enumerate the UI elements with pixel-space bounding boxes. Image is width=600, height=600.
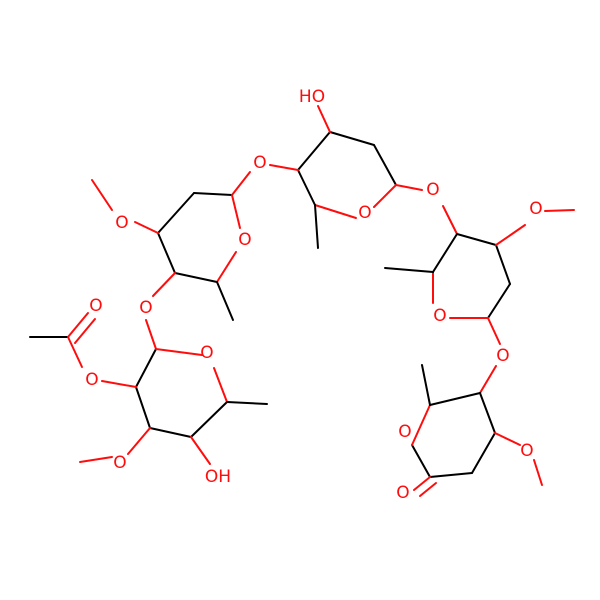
bond [231, 194, 241, 229]
bond [314, 204, 319, 249]
bond [135, 386, 151, 429]
bond [411, 404, 431, 446]
bond [134, 221, 159, 234]
bond [384, 267, 434, 273]
ring-oxygen-label: O [238, 230, 251, 250]
bond [74, 318, 96, 344]
bond [479, 392, 496, 434]
bond [145, 319, 157, 350]
carbonyl-oxygen-label: O [89, 296, 102, 316]
bond [149, 427, 192, 438]
bond [471, 432, 496, 474]
glycosidic-oxygen-label: O [139, 298, 152, 318]
bond [456, 233, 497, 246]
bond [193, 192, 233, 196]
bond [314, 204, 357, 219]
bond [373, 184, 397, 208]
bond [157, 232, 176, 274]
bond [269, 164, 299, 171]
bond [174, 272, 218, 283]
bond [101, 380, 137, 388]
bond [413, 476, 431, 491]
bond [495, 224, 526, 246]
methoxy-oxygen-label: O [520, 441, 533, 461]
ester-oxygen-label: O [85, 370, 98, 390]
methoxy-oxygen-label: O [115, 213, 128, 233]
bond [495, 244, 511, 285]
lactone-carbonyl-oxygen-label: O [396, 483, 409, 503]
bond [91, 179, 113, 211]
bond [231, 171, 251, 196]
bond [429, 472, 473, 478]
bond [494, 432, 521, 446]
bond [329, 131, 375, 146]
bond [226, 401, 268, 405]
bond [152, 272, 176, 297]
bond [395, 184, 423, 191]
ring-oxygen-label: O [200, 343, 213, 363]
methoxy-oxygen-label: O [529, 199, 542, 219]
ring-oxygen-label: O [358, 203, 371, 223]
bond [297, 169, 316, 206]
bond [442, 205, 458, 235]
bond [317, 105, 331, 133]
bond [157, 192, 195, 234]
bond [216, 251, 237, 283]
bond [135, 348, 157, 388]
bond [297, 131, 331, 171]
glycosidic-oxygen-label: O [496, 346, 509, 366]
lactone-ring-oxygen-label: O [398, 422, 411, 442]
bond [190, 401, 228, 438]
bond [432, 233, 458, 273]
hydroxy-label: OH [205, 467, 231, 487]
bond [155, 348, 203, 356]
bond [533, 459, 543, 486]
bond [216, 281, 234, 321]
bond [67, 336, 83, 368]
bond [487, 317, 501, 345]
bond [479, 365, 497, 394]
bond [373, 144, 397, 186]
bond [127, 427, 151, 455]
ring-oxygen-label: O [433, 306, 446, 326]
bond [67, 312, 89, 338]
bond [421, 364, 431, 406]
bond-lines [29, 105, 575, 497]
bond [544, 209, 575, 212]
bond [487, 283, 511, 319]
glycosidic-oxygen-label: O [253, 153, 266, 173]
methoxy-oxygen-label: O [113, 453, 126, 473]
bond [79, 456, 113, 463]
glycosidic-oxygen-label: O [426, 180, 439, 200]
hydroxy-label: HO [299, 87, 325, 107]
bond [429, 392, 481, 406]
atom-labels: HO O O O O O O O O O O O O O O O OH O [85, 87, 542, 503]
bond [419, 482, 437, 497]
bond [411, 444, 431, 478]
bond [190, 436, 211, 465]
bond [213, 367, 228, 403]
